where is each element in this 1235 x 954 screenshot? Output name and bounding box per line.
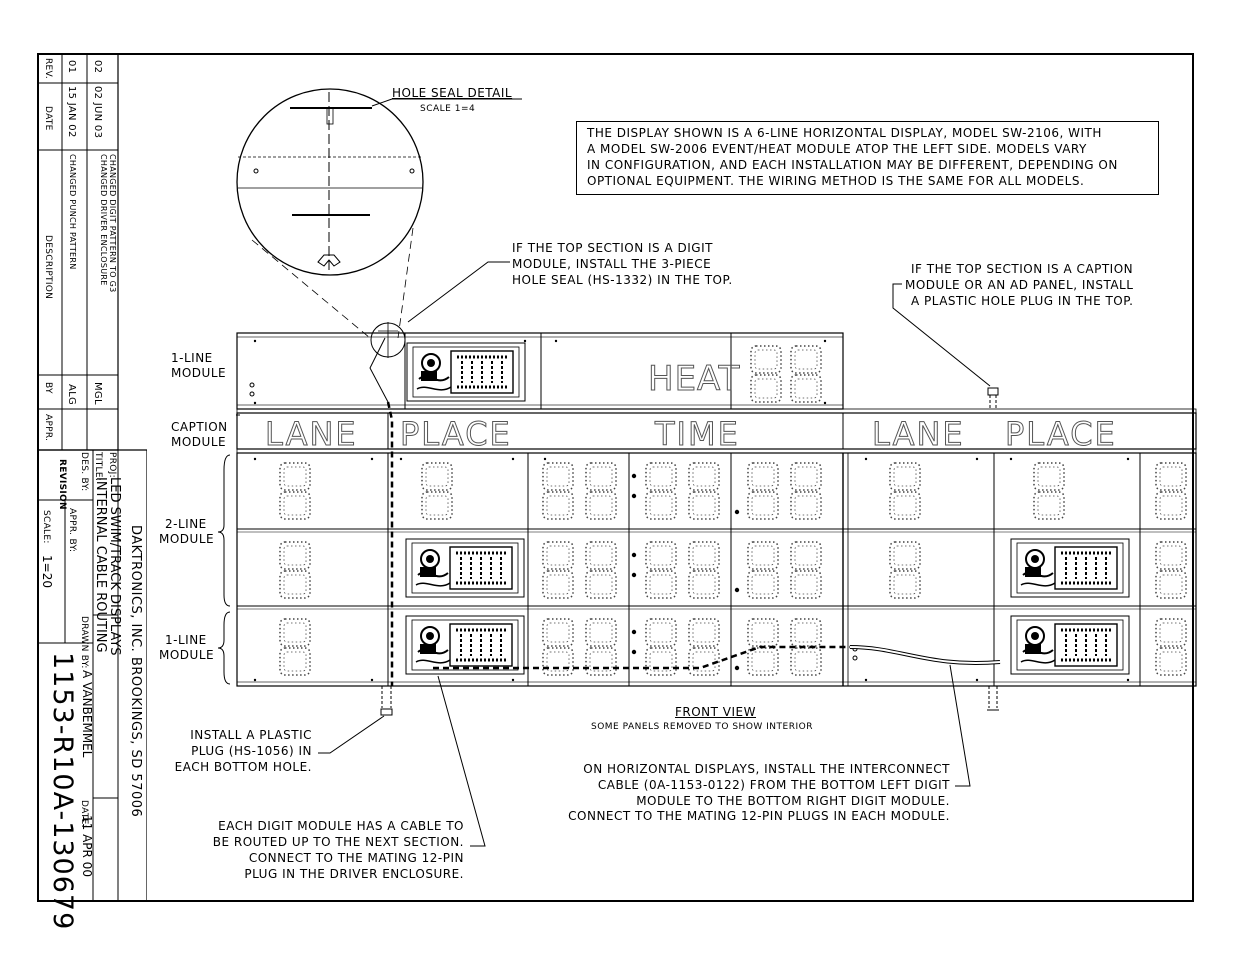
top-module-label-2: MODULE [171,366,227,380]
digit-top-note-1: IF THE TOP SECTION IS A DIGIT [512,241,713,255]
digit-top-note-2: MODULE, INSTALL THE 3-PIECE [512,257,712,271]
general-note-line-4: OPTIONAL EQUIPMENT. THE WIRING METHOD IS… [587,174,1085,188]
general-note-box [576,121,1159,195]
digit-top-note-3: HOLE SEAL (HS-1332) IN THE TOP. [512,273,733,287]
plug-note-2: PLUG (HS-1056) IN [191,744,312,758]
plug-note-1: INSTALL A PLASTIC [190,728,312,742]
general-note-line-3: IN CONFIGURATION, AND EACH INSTALLATION … [587,158,1118,172]
title-block-lines [37,53,147,902]
drawing-frame [37,53,1194,902]
cable-up-note-4: PLUG IN THE DRIVER ENCLOSURE. [244,867,464,881]
caption-module-label-2: MODULE [171,435,227,449]
interconnect-note-3: MODULE TO THE BOTTOM RIGHT DIGIT MODULE. [636,794,950,808]
caption-top-note-3: A PLASTIC HOLE PLUG IN THE TOP. [911,294,1134,308]
caption-top-note-1: IF THE TOP SECTION IS A CAPTION [911,262,1134,276]
interconnect-note-1: ON HORIZONTAL DISPLAYS, INSTALL THE INTE… [583,762,950,776]
cable-up-note-2: BE ROUTED UP TO THE NEXT SECTION. [212,835,464,849]
cable-up-note-3: CONNECT TO THE MATING 12-PIN [248,851,464,865]
top-module-label-1: 1-LINE [171,351,213,365]
place-caption: PLACE [400,415,512,453]
time-caption: TIME [654,415,740,453]
heat-caption: HEAT [648,359,740,399]
general-note-line-2: A MODEL SW-2006 EVENT/HEAT MODULE ATOP T… [587,142,1087,156]
interconnect-note-4: CONNECT TO THE MATING 12-PIN PLUGS IN EA… [568,809,950,823]
general-note-line-1: THE DISPLAY SHOWN IS A 6-LINE HORIZONTAL… [587,126,1102,140]
caption-module-label-1: CAPTION [171,420,228,434]
lane-caption: LANE [265,415,358,453]
interconnect-note-2: CABLE (0A-1153-0122) FROM THE BOTTOM LEF… [597,778,950,792]
place-caption-right: PLACE [1005,415,1117,453]
two-line-module-label-2: MODULE [159,532,215,546]
two-line-module-label-1: 2-LINE [165,517,207,531]
bottom-module-label-1: 1-LINE [165,633,207,647]
front-view-title: FRONT VIEW [675,705,757,719]
bottom-module-label-2: MODULE [159,648,215,662]
lane-caption-right: LANE [872,415,965,453]
cable-up-note-1: EACH DIGIT MODULE HAS A CABLE TO [218,819,464,833]
detail-title: HOLE SEAL DETAIL [392,86,513,100]
plug-note-3: EACH BOTTOM HOLE. [174,760,312,774]
front-view-subtitle: SOME PANELS REMOVED TO SHOW INTERIOR [591,722,813,732]
caption-top-note-2: MODULE OR AN AD PANEL, INSTALL [905,278,1134,292]
detail-scale: SCALE 1=4 [420,104,476,114]
